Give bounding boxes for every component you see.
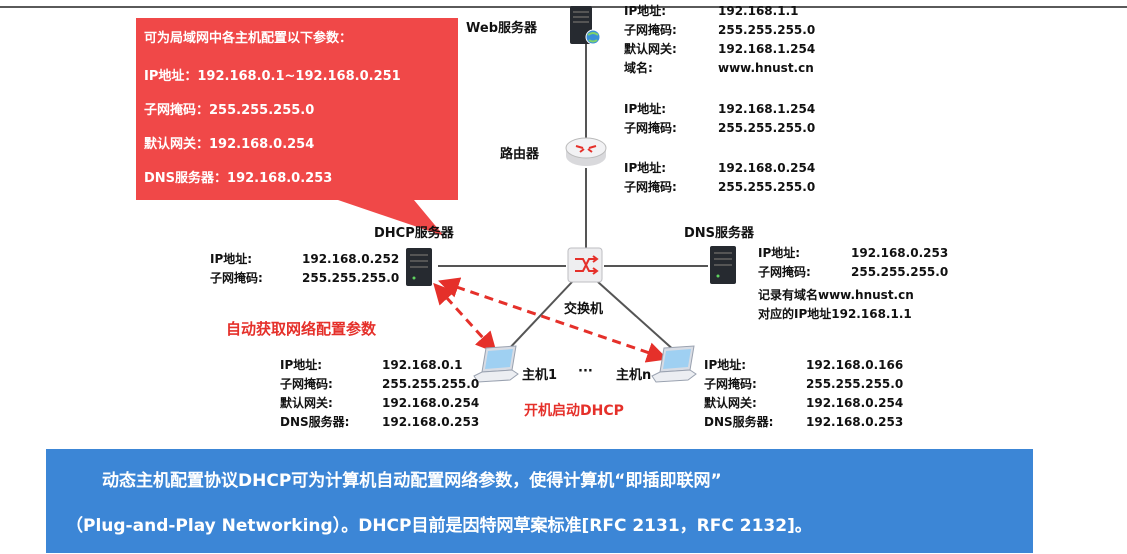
info-value: www.hnust.cn xyxy=(718,61,814,75)
dns-note-line: 对应的IP地址192.168.1.1 xyxy=(758,307,912,321)
info-value: 192.168.1.254 xyxy=(718,102,816,116)
info-value: 192.168.0.1 xyxy=(382,358,463,372)
host1-laptop-icon xyxy=(473,345,519,383)
info-value: 192.168.0.253 xyxy=(382,415,480,429)
info-key: 子网掩码: xyxy=(280,377,333,391)
router-lower-info: IP地址: 192.168.0.254 子网掩码: 255.255.255.0 xyxy=(624,159,824,197)
info-value: 255.255.255.0 xyxy=(718,23,816,37)
info-key: IP地址: xyxy=(624,4,667,18)
info-value: 192.168.0.253 xyxy=(806,415,904,429)
info-key: IP地址: xyxy=(210,252,253,266)
info-key: 默认网关: xyxy=(704,396,757,410)
dhcp-server-info: IP地址: 192.168.0.252 子网掩码: 255.255.255.0 xyxy=(210,250,410,288)
dns-server-label: DNS服务器 xyxy=(684,226,755,241)
web-server-label: Web服务器 xyxy=(466,21,537,36)
info-value: 255.255.255.0 xyxy=(718,180,816,194)
info-key: 子网掩码: xyxy=(624,121,677,135)
info-key: IP地址: xyxy=(624,102,667,116)
hostn-label: 主机n xyxy=(616,368,652,383)
switch-icon xyxy=(567,247,603,283)
callout-line: 子网掩码：255.255.255.0 xyxy=(144,103,315,118)
info-key: 子网掩码: xyxy=(624,180,677,194)
top-divider xyxy=(0,6,1127,8)
info-key: IP地址: xyxy=(704,358,747,372)
summary-banner: 动态主机配置协议DHCP可为计算机自动配置网络参数，使得计算机“即插即联网” （… xyxy=(46,449,1033,553)
info-key: 默认网关: xyxy=(624,42,677,56)
info-value: 255.255.255.0 xyxy=(851,265,949,279)
info-value: 255.255.255.0 xyxy=(718,121,816,135)
dhcp-server-label: DHCP服务器 xyxy=(374,226,454,241)
router-label: 路由器 xyxy=(500,147,540,162)
info-key: 子网掩码: xyxy=(758,265,811,279)
info-value: 192.168.0.252 xyxy=(302,252,400,266)
host1-info: IP地址: 192.168.0.1 子网掩码: 255.255.255.0 默认网关… xyxy=(280,356,480,432)
info-key: IP地址: xyxy=(280,358,323,372)
callout-line: 默认网关：192.168.0.254 xyxy=(144,137,315,152)
router-upper-info: IP地址: 192.168.1.254 子网掩码: 255.255.255.0 xyxy=(624,100,824,138)
callout-line: DNS服务器：192.168.0.253 xyxy=(144,171,333,186)
info-key: 子网掩码: xyxy=(704,377,757,391)
banner-line-1: 动态主机配置协议DHCP可为计算机自动配置网络参数，使得计算机“即插即联网” xyxy=(102,471,722,491)
info-value: 192.168.0.166 xyxy=(806,358,904,372)
callout-bubble xyxy=(136,18,458,236)
banner-line-2: （Plug-and-Play Networking）。DHCP目前是因特网草案标… xyxy=(66,516,812,536)
info-value: 192.168.0.253 xyxy=(851,246,949,260)
info-value: 255.255.255.0 xyxy=(382,377,480,391)
dhcp-server-icon xyxy=(406,248,432,286)
router-icon xyxy=(565,137,607,166)
web-server-info: IP地址: 192.168.1.1 子网掩码: 255.255.255.0 默认网关… xyxy=(624,2,824,78)
info-key: IP地址: xyxy=(758,246,801,260)
info-key: 子网掩码: xyxy=(624,23,677,37)
hostn-laptop-icon xyxy=(651,345,697,383)
host-ellipsis: ··· xyxy=(578,364,593,379)
info-value: 192.168.1.1 xyxy=(718,4,799,18)
info-value: 255.255.255.0 xyxy=(302,271,400,285)
info-key: 默认网关: xyxy=(280,396,333,410)
switch-label: 交换机 xyxy=(564,302,604,317)
web-server-icon xyxy=(570,6,601,45)
info-value: 192.168.0.254 xyxy=(382,396,480,410)
auto-config-label: 自动获取网络配置参数 xyxy=(226,320,377,338)
info-key: IP地址: xyxy=(624,161,667,175)
callout-title: 可为局域网中各主机配置以下参数： xyxy=(144,31,353,46)
callout-line: IP地址：192.168.0.1~192.168.0.251 xyxy=(144,69,401,84)
dhcp-arrow-hostn xyxy=(438,277,668,363)
dns-note-line: 记录有域名www.hnust.cn xyxy=(758,288,914,302)
host1-label: 主机1 xyxy=(522,368,558,383)
hostn-info: IP地址: 192.168.0.166 子网掩码: 255.255.255.0 默认… xyxy=(704,356,904,432)
dns-server-icon xyxy=(710,246,736,284)
dns-server-info: IP地址: 192.168.0.253 子网掩码: 255.255.255.0 记录… xyxy=(758,244,958,324)
info-key: DNS服务器: xyxy=(704,415,774,429)
info-value: 192.168.1.254 xyxy=(718,42,816,56)
link-switch-hostn xyxy=(597,281,677,353)
dhcp-boot-label: 开机启动DHCP xyxy=(524,403,624,419)
info-value: 192.168.0.254 xyxy=(806,396,904,410)
info-key: 域名: xyxy=(624,61,653,75)
info-value: 192.168.0.254 xyxy=(718,161,816,175)
info-key: DNS服务器: xyxy=(280,415,350,429)
link-switch-host1 xyxy=(505,281,573,353)
info-value: 255.255.255.0 xyxy=(806,377,904,391)
info-key: 子网掩码: xyxy=(210,271,263,285)
